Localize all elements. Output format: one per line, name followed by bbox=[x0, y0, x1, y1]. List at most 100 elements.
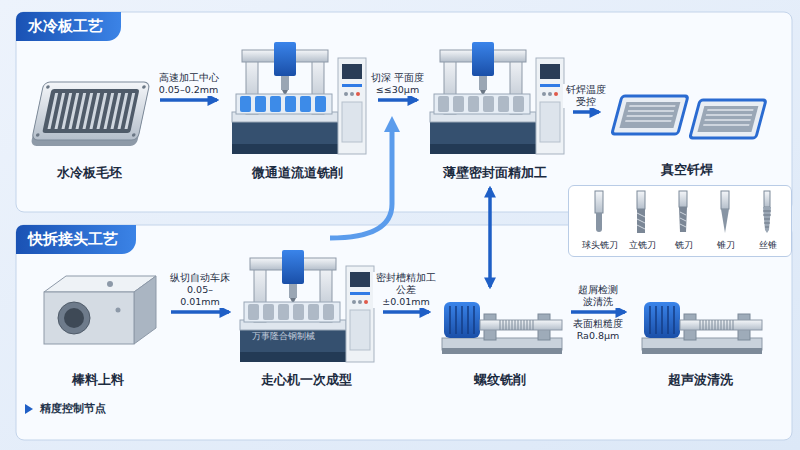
process-panel: 快拆接头工艺棒料上料 走心机一次成型 螺纹铣削 超声波清洗 bbox=[16, 225, 792, 440]
swiss-lathe bbox=[240, 250, 374, 362]
tool-icons bbox=[680, 212, 686, 227]
tool-icons bbox=[637, 209, 645, 233]
tool-icons bbox=[679, 191, 687, 207]
brazed-plate bbox=[703, 110, 753, 125]
tool-name: 球头铣刀 bbox=[579, 239, 621, 252]
station-label: 螺纹铣削 bbox=[474, 372, 526, 389]
tool-icons bbox=[763, 207, 771, 233]
spec-note: 表面粗糙度 Ra0.8μm bbox=[571, 318, 625, 342]
process-station: 真空钎焊 bbox=[602, 85, 772, 182]
tool-icons bbox=[596, 226, 602, 232]
tool-icons bbox=[721, 209, 729, 233]
ultrasonic-cleaner bbox=[642, 302, 762, 354]
cold-plate-blank bbox=[30, 82, 150, 146]
tool-icons bbox=[595, 191, 603, 213]
thread-mill-spindle bbox=[442, 302, 562, 354]
swiss-lathe bbox=[240, 250, 374, 362]
bar-stock bbox=[44, 276, 156, 344]
process-station: 微通道流道铣削 bbox=[220, 38, 375, 185]
process-panel: 水冷板工艺水冷板毛坯 微通道流道铣削 薄壁密封面精加工真空钎焊 bbox=[16, 12, 792, 212]
ultrasonic-cleaner bbox=[642, 302, 762, 354]
tool-name: 立铣刀 bbox=[621, 239, 663, 252]
flow-arrow bbox=[171, 310, 229, 314]
arrow-label: 切深 平面度 ≤≤30μm bbox=[367, 72, 429, 96]
flow-arrow bbox=[383, 310, 429, 314]
panel-ground bbox=[16, 12, 792, 440]
bar-stock bbox=[64, 308, 84, 328]
brazed-plate bbox=[612, 96, 688, 134]
brazed-plate bbox=[690, 100, 766, 138]
legend-marker bbox=[25, 404, 33, 414]
milling-machine bbox=[430, 42, 564, 154]
flow-arrow bbox=[573, 110, 599, 114]
panel-ground bbox=[16, 225, 792, 440]
tool-icons bbox=[637, 191, 645, 209]
legend-marker bbox=[24, 403, 34, 415]
brazed-plate bbox=[697, 106, 758, 132]
brazed-plate bbox=[612, 96, 688, 134]
tool-icons bbox=[679, 207, 687, 232]
flow-arrow bbox=[160, 98, 217, 102]
arrow-label: 纵切自动车床 0.05–0.01mm bbox=[167, 272, 233, 308]
milling-machine bbox=[232, 42, 366, 154]
brazed-plate bbox=[690, 100, 766, 138]
arrow-label: 超屑检测 波清洗 bbox=[575, 284, 621, 308]
flow-arrow bbox=[378, 98, 417, 102]
tool-icons bbox=[637, 213, 645, 229]
milling-machine bbox=[232, 42, 366, 154]
tool-name: 丝锥 bbox=[747, 239, 789, 252]
tool-name: 铣刀 bbox=[663, 239, 705, 252]
brazed-plate bbox=[619, 102, 680, 128]
milling-machine bbox=[236, 94, 332, 114]
tool-icons bbox=[595, 191, 771, 233]
process-station: 棒料上料 bbox=[28, 262, 168, 392]
legend-text: 精度控制节点 bbox=[40, 401, 106, 416]
bar-stock bbox=[116, 308, 121, 313]
tool-name: 锥刀 bbox=[705, 239, 747, 252]
arrow-label: 钎焊温度 受控 bbox=[563, 84, 609, 108]
bar-stock bbox=[44, 292, 134, 344]
station-label: 水冷板毛坯 bbox=[57, 165, 122, 182]
bar-stock bbox=[58, 302, 90, 334]
arrow-label: 密封槽精加工 公差±0.01mm bbox=[373, 272, 439, 308]
flow-arrow bbox=[488, 188, 492, 287]
tool-panel-ground bbox=[568, 185, 792, 257]
milling-machine bbox=[434, 94, 530, 114]
tool-panel-ground bbox=[568, 185, 792, 257]
tool-icons bbox=[763, 211, 771, 227]
process-station: 薄壁密封面精加工 bbox=[420, 38, 570, 185]
station-label: 微通道流道铣削 bbox=[252, 165, 343, 182]
legend-rule bbox=[132, 410, 770, 411]
bar-stock bbox=[134, 276, 156, 344]
station-label: 棒料上料 bbox=[72, 372, 124, 389]
arrow-label: 高速加工中心 0.05–0.2mm bbox=[156, 72, 222, 96]
legend-item: 精度控制节点 bbox=[24, 401, 106, 416]
tool-icons bbox=[721, 191, 729, 209]
brazed-plate bbox=[625, 106, 675, 121]
process-station: 水冷板毛坯 bbox=[22, 70, 157, 185]
panel-title: 水冷板工艺 bbox=[16, 12, 121, 41]
tool-icons bbox=[764, 191, 770, 207]
watermark: 万事隆合钢制械 bbox=[252, 330, 315, 343]
process-station: 螺纹铣削 bbox=[432, 290, 568, 392]
station-label: 真空钎焊 bbox=[661, 162, 713, 179]
milling-machine bbox=[430, 42, 564, 154]
thread-mill-spindle bbox=[442, 302, 562, 354]
cold-plate-blank bbox=[42, 89, 139, 133]
legend-rule bbox=[132, 409, 770, 411]
flow-arrow bbox=[571, 310, 625, 314]
cold-plate-blank bbox=[36, 133, 40, 137]
cold-plate-blank bbox=[32, 82, 150, 140]
swiss-lathe bbox=[244, 302, 340, 322]
process-station: 走心机一次成型 bbox=[232, 245, 380, 392]
panel-title: 快拆接头工艺 bbox=[16, 225, 136, 254]
cold-plate-blank bbox=[132, 133, 136, 137]
tool-panel: 球头铣刀立铣刀铣刀锥刀丝锥 bbox=[568, 185, 792, 257]
cold-plate-blank bbox=[142, 85, 146, 89]
cold-plate-blank bbox=[49, 93, 134, 129]
station-label: 走心机一次成型 bbox=[261, 372, 352, 389]
station-label: 超声波清洗 bbox=[668, 372, 733, 389]
cold-plate-blank bbox=[46, 85, 50, 89]
process-station: 超声波清洗 bbox=[628, 290, 772, 392]
